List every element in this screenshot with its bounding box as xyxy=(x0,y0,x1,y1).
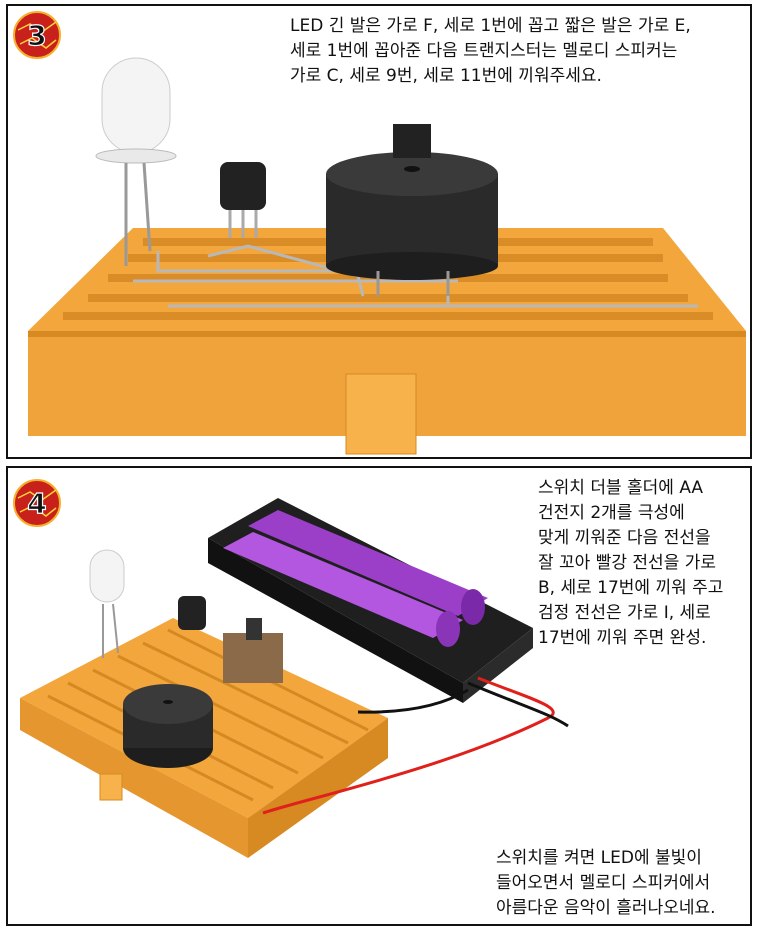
breadboard-right-side xyxy=(248,718,388,858)
step-4-panel: 4 스위치 더블 홀더에 AA 건전지 2개를 극성에 맞게 끼워준 다음 전선… xyxy=(6,466,752,926)
transistor-component xyxy=(178,596,206,630)
step-3-illustration xyxy=(28,57,746,455)
red-wire xyxy=(262,676,555,815)
black-wire xyxy=(467,681,569,728)
step-4-illustration xyxy=(20,498,569,858)
black-wire-lead xyxy=(357,688,469,714)
step-4-badge-icon: 4 xyxy=(13,479,61,527)
battery-1 xyxy=(248,510,488,625)
led-component xyxy=(95,57,177,266)
battery-2 xyxy=(223,532,463,647)
step-3-instructions: LED 긴 발은 가로 F, 세로 1번에 꼽고 짧은 발은 가로 E, 세로 … xyxy=(290,16,691,86)
step-4-result-text: 스위치를 켜면 LED에 불빛이 들어오면서 멜로디 스피커에서 아름다운 음악… xyxy=(496,848,716,918)
step-3-panel: 3 LED 긴 발은 가로 F, 세로 1번에 꼽고 짧은 발은 가로 E, 세… xyxy=(6,4,752,459)
step-4-number: 4 xyxy=(27,487,46,520)
led-component xyxy=(89,549,125,658)
breadboard-left-side xyxy=(20,698,248,858)
transistor-component xyxy=(220,162,266,238)
step-3-badge-icon: 3 xyxy=(13,11,61,59)
step-3-number: 3 xyxy=(27,19,46,52)
breadboard-tab xyxy=(345,373,417,455)
melody-speaker-component xyxy=(123,684,213,768)
breadboard-tab xyxy=(99,773,123,801)
slide-switch-component xyxy=(223,618,283,683)
melody-speaker-component xyxy=(326,124,498,296)
step-4-instructions: 스위치 더블 홀더에 AA 건전지 2개를 극성에 맞게 끼워준 다음 전선을 … xyxy=(538,478,724,648)
battery-holder-component xyxy=(208,498,533,703)
